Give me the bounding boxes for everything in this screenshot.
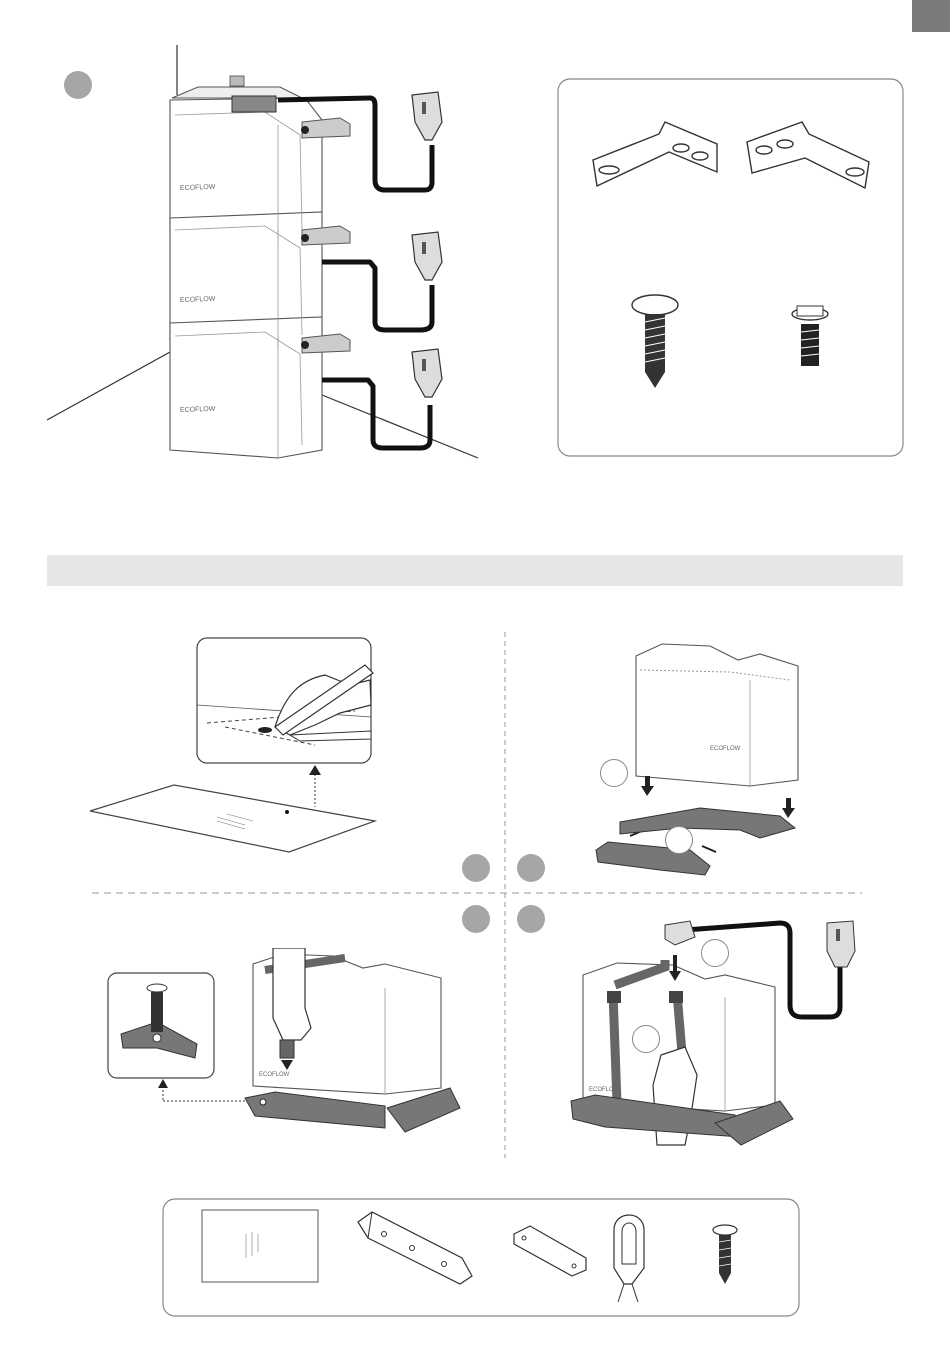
- step-marker: [462, 854, 490, 882]
- callout-ring: [701, 939, 729, 967]
- step-marker: [517, 905, 545, 933]
- page-corner-tab: [912, 0, 950, 32]
- brand-mark: ECOFLOW: [259, 1072, 290, 1078]
- brand-mark: ECOFLOW: [710, 746, 741, 752]
- brand-mark: ECOFLOW: [180, 296, 216, 304]
- section-header-bar: [47, 555, 903, 586]
- step-marker: [462, 905, 490, 933]
- stacked-battery-illustration: ECOFLOW ECOFLOW ECOFLOW: [40, 40, 490, 470]
- brand-mark: ECOFLOW: [180, 406, 216, 414]
- callout-ring: [632, 1025, 660, 1053]
- callout-ring: [600, 759, 628, 787]
- parts-box-top: [557, 78, 904, 458]
- brand-mark: ECOFLOW: [180, 184, 216, 192]
- step-marker: [517, 854, 545, 882]
- callout-ring: [665, 826, 693, 854]
- parts-box-bottom: [162, 1198, 800, 1318]
- template-sheet-icon: [202, 1210, 318, 1282]
- step-mark-template: [85, 635, 405, 865]
- step-fix-rails: ECOFLOW: [105, 948, 465, 1143]
- step-place-on-base: ECOFLOW: [590, 640, 810, 880]
